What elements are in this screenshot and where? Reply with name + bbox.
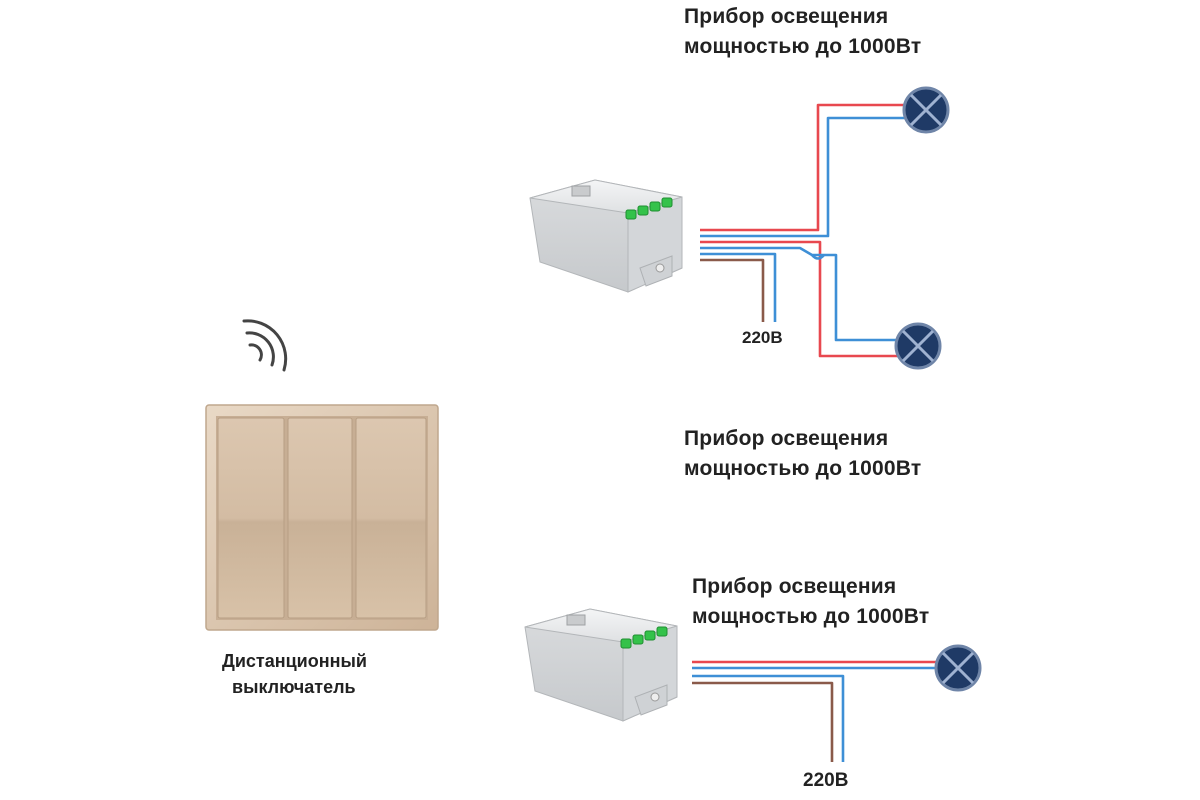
switch-label-line2: выключатель [232, 677, 356, 697]
switch-label: Дистанционный выключатель [222, 648, 367, 700]
three-gang-switch-icon [205, 404, 439, 631]
load-label-line1: Прибор освещения [692, 575, 897, 598]
top-wiring [700, 103, 910, 358]
bottom-wiring [692, 660, 936, 762]
relay-module-icon [529, 179, 683, 293]
load-label-line2: мощностью до 1000Вт [684, 457, 922, 480]
load-label-line2: мощностью до 1000Вт [684, 35, 922, 58]
lamp-icon [902, 86, 950, 134]
relay-module-icon [524, 608, 678, 722]
voltage-label-bottom: 220В [803, 770, 849, 791]
load-label-line1: Прибор освещения [684, 5, 889, 28]
load-label-middle: Прибор освещения мощностью до 1000Вт [684, 424, 921, 484]
lamp-icon [934, 644, 982, 692]
voltage-label-top: 220В [742, 328, 783, 347]
switch-label-line1: Дистанционный [222, 651, 367, 671]
wireless-signal-icon [242, 319, 288, 372]
lamp-icon [894, 322, 942, 370]
load-label-top: Прибор освещения мощностью до 1000Вт [684, 2, 921, 62]
load-label-bottom: Прибор освещения мощностью до 1000Вт [692, 572, 929, 632]
load-label-line2: мощностью до 1000Вт [692, 605, 930, 628]
load-label-line1: Прибор освещения [684, 427, 889, 450]
